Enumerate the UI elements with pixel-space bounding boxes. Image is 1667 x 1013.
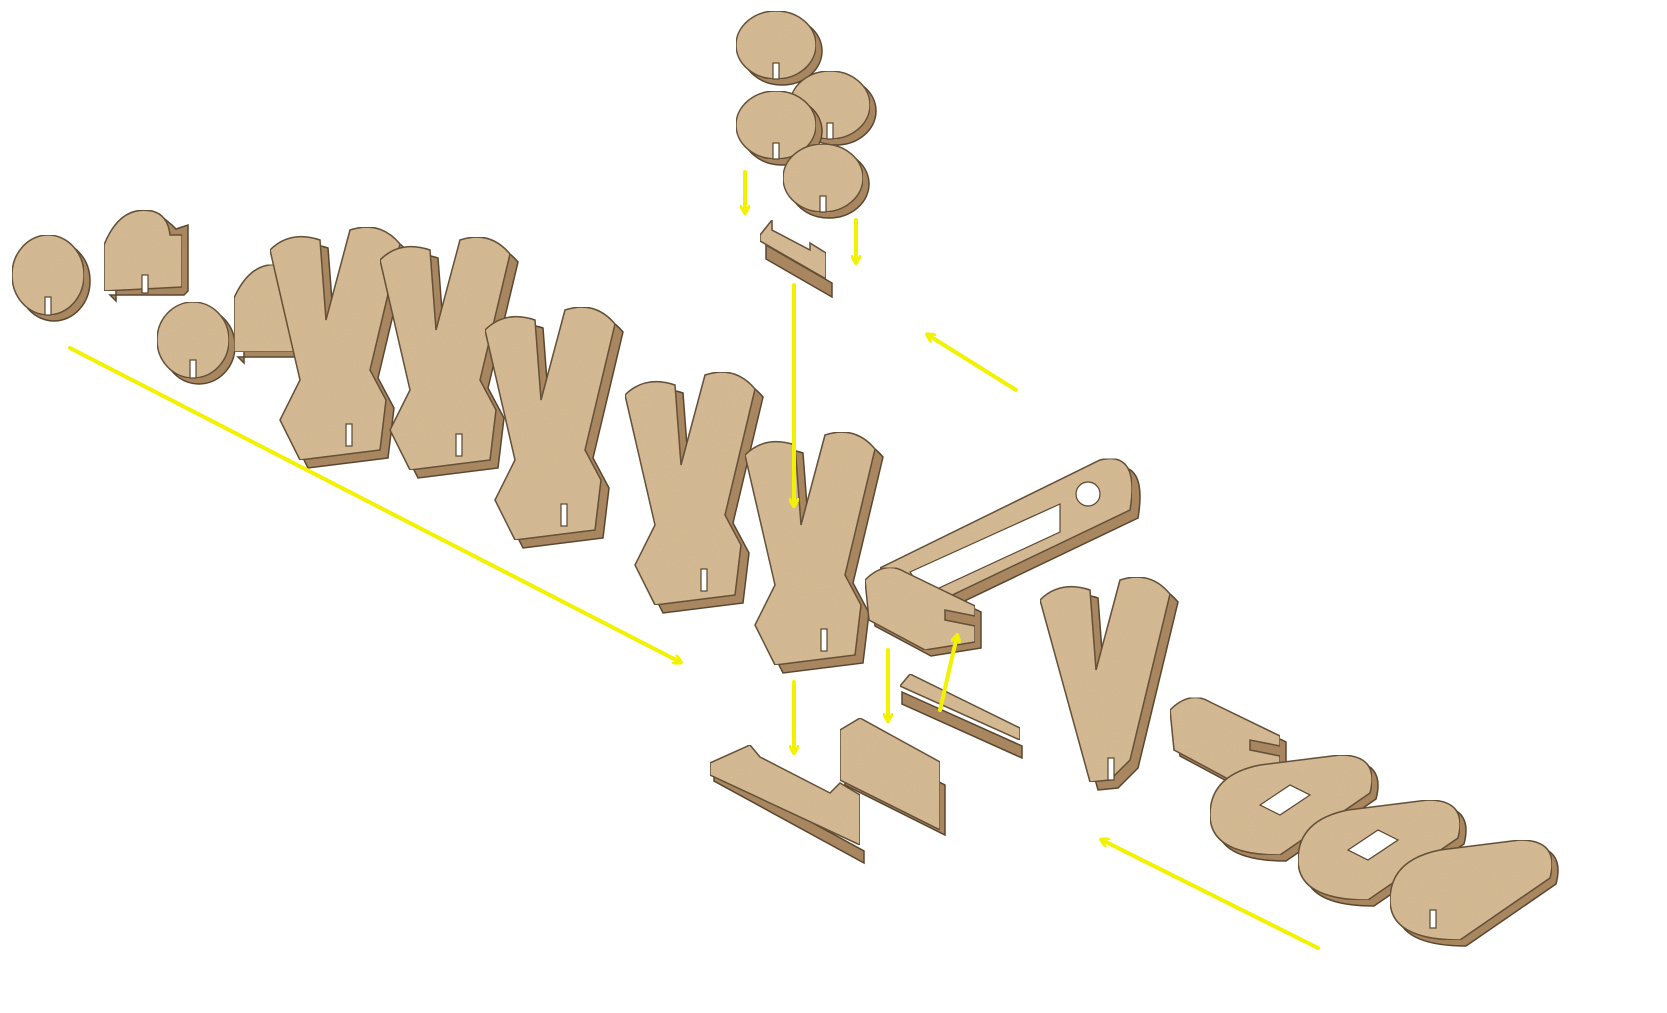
end-disc-left: [12, 235, 90, 321]
y-piece-4: [625, 372, 763, 613]
assembly-arrow-upper-right: [928, 335, 1016, 390]
y-piece-5: [745, 432, 883, 673]
top-disc-1: [736, 11, 822, 85]
y-piece-6: [1040, 577, 1178, 790]
end-cap-left: [104, 210, 188, 301]
small-disc-left: [157, 302, 235, 384]
y-piece-3: [485, 307, 623, 548]
top-disc-4: [783, 144, 869, 218]
bottom-slotted-strip: [900, 674, 1022, 758]
